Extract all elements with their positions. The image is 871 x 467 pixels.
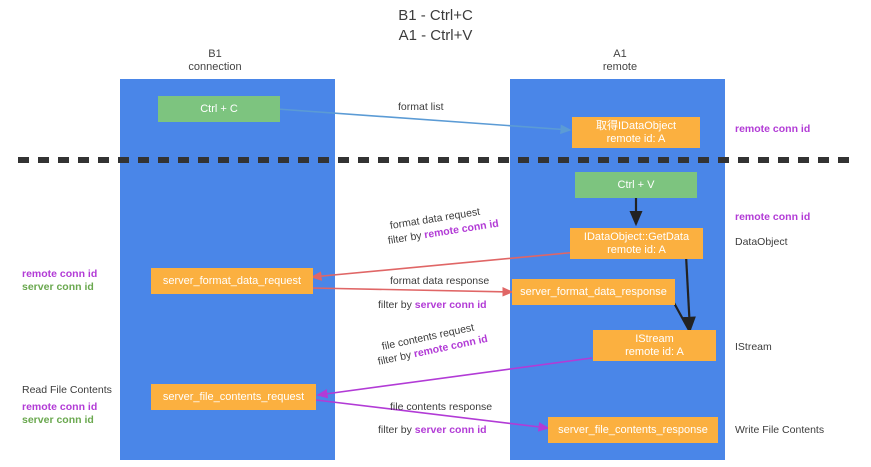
- node-ctrl-c[interactable]: Ctrl + C: [158, 96, 280, 122]
- node-istream[interactable]: IStream remote id: A: [593, 330, 716, 361]
- page-title: B1 - Ctrl+C A1 - Ctrl+V: [398, 7, 473, 44]
- node-idataobject-getdata[interactable]: IDataObject::GetData remote id: A: [570, 228, 703, 259]
- edge-label-file-contents-response-filter: filter by server conn id: [378, 424, 487, 436]
- node-server-file-contents-request[interactable]: server_file_contents_request: [151, 384, 316, 410]
- filter-key-server-conn-id: server conn id: [414, 424, 487, 436]
- right-label-write-file-contents: Write File Contents: [735, 424, 825, 436]
- node-server-format-data-response[interactable]: server_format_data_response: [512, 279, 675, 305]
- right-label-remote-conn-mid: remote conn id: [735, 211, 811, 223]
- node-server-file-contents-response[interactable]: server_file_contents_response: [548, 417, 718, 443]
- edge-label-file-contents-response: file contents response: [390, 401, 493, 413]
- lane-title-b1: B1 connection: [188, 48, 242, 73]
- right-label-istream: IStream: [735, 341, 772, 353]
- filter-prefix: filter by: [378, 299, 415, 311]
- lane-title-a1: A1 remote: [602, 48, 638, 73]
- filter-key-server-conn-id: server conn id: [414, 299, 487, 311]
- right-label-dataobject: DataObject: [735, 236, 788, 248]
- node-ctrl-v[interactable]: Ctrl + V: [575, 172, 697, 198]
- edge-label-format-list: format list: [398, 101, 444, 113]
- node-idataobject-get[interactable]: 取得IDataObject remote id: A: [572, 117, 700, 148]
- edge-label-format-data-response-filter: filter by server conn id: [378, 299, 487, 311]
- left-label-read-file-contents: Read File Contents: [22, 384, 112, 396]
- node-server-format-data-request[interactable]: server_format_data_request: [151, 268, 313, 294]
- edge-label-format-data-response: format data response: [390, 275, 490, 287]
- filter-prefix: filter by: [387, 229, 426, 247]
- filter-prefix: filter by: [378, 424, 415, 436]
- right-label-remote-conn-top: remote conn id: [735, 123, 811, 135]
